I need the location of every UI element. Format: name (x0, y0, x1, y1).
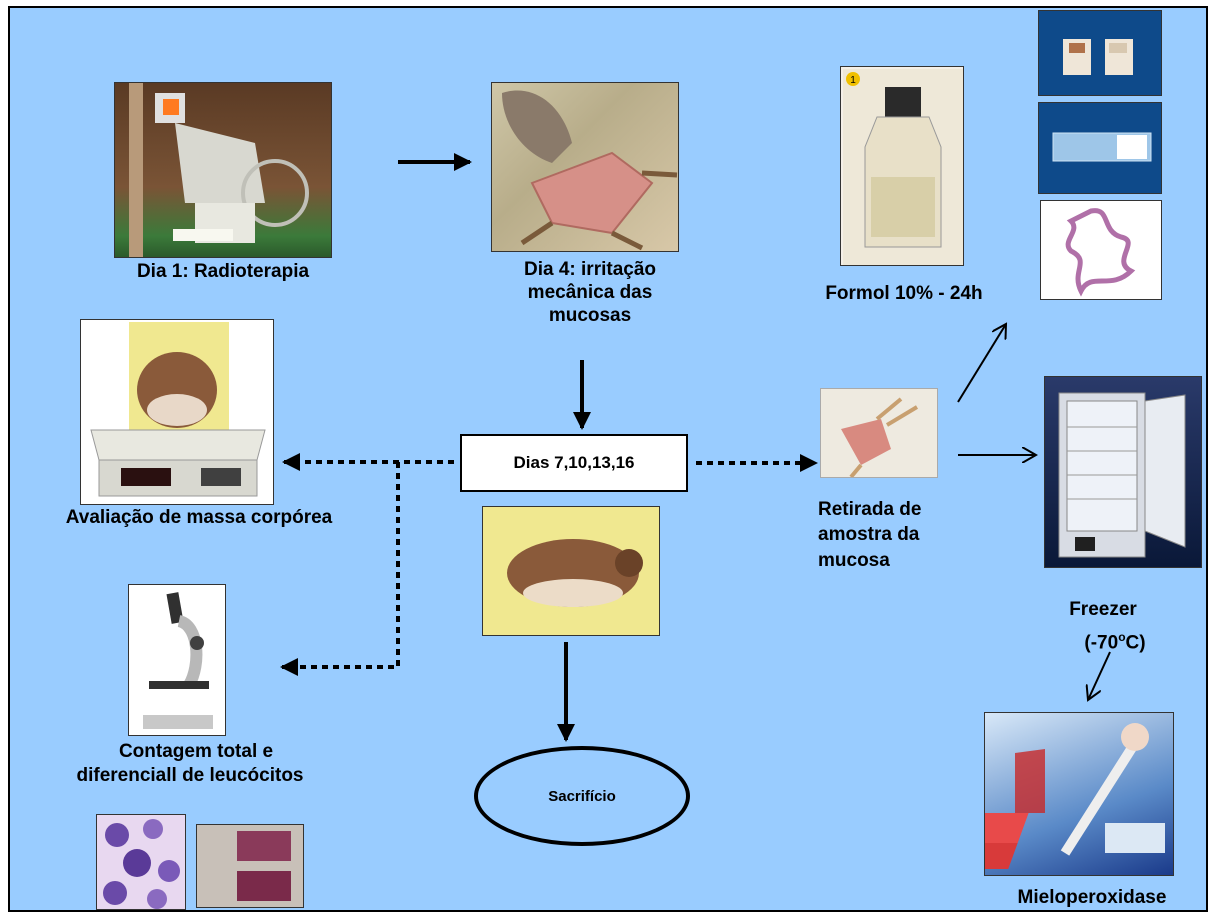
sacrifice-ellipse: Sacrifício (474, 746, 690, 846)
radiotherapy-label: Dia 1: Radioterapia (136, 261, 310, 282)
hamster-mucosa-photo (491, 82, 679, 252)
sample-label-line-3: mucosa (818, 550, 890, 571)
tissue-section-photo (1040, 200, 1162, 300)
mpo-label: Mieloperoxidase (1017, 887, 1167, 908)
formol-bottle-photo: 1 (840, 66, 964, 266)
bottle-badge-text: 1 (850, 75, 856, 86)
freezer-photo (1044, 376, 1202, 568)
slide-photo (196, 824, 304, 908)
radiotherapy-machine-photo (114, 82, 332, 258)
freezer-temp-close: C) (1125, 632, 1146, 654)
mucosa-sample-photo (820, 388, 938, 478)
irritation-label-line-3: mucosas (548, 305, 632, 326)
slide-on-blue-photo (1038, 102, 1162, 194)
body-mass-label: Avaliação de massa corpórea (65, 507, 333, 528)
blood-smear-photo (96, 814, 186, 910)
formol-label: Formol 10% - 24h (825, 283, 983, 304)
freezer-temp-label: (-70oC) (1060, 626, 1170, 654)
freezer-temp-degree: o (1118, 630, 1126, 644)
histology-slides-photo (1038, 10, 1162, 96)
leukocytes-label-line-2: diferenciall de leucócitos (76, 765, 304, 786)
days-box: Dias 7,10,13,16 (460, 434, 688, 492)
sample-label-line-1: Retirada de (818, 499, 922, 520)
freezer-label: Freezer (1069, 599, 1137, 620)
irritation-label-line-2: mecânica das (527, 282, 653, 303)
sample-label-line-2: amostra da (818, 524, 920, 545)
hamster-photo (482, 506, 660, 636)
microscope-photo (128, 584, 226, 736)
freezer-temp-open: (-70 (1084, 632, 1119, 654)
hamster-scale-photo (80, 319, 274, 505)
irritation-label-line-1: Dia 4: irritação (524, 259, 656, 280)
leukocytes-label-line-1: Contagem total e (118, 741, 274, 762)
pipette-lab-photo (984, 712, 1174, 876)
